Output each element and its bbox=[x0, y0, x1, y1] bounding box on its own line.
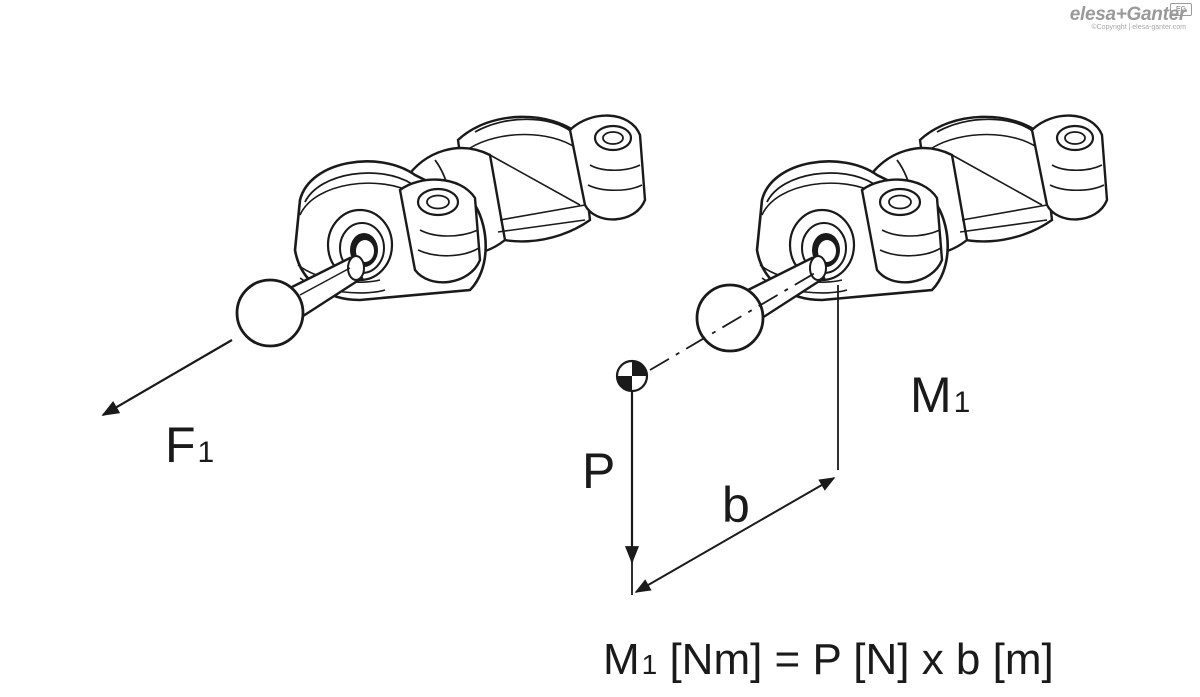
brand-copyright: ©Copyright | elesa-ganter.com bbox=[1091, 24, 1186, 31]
left-rod bbox=[284, 255, 365, 320]
force-arrow bbox=[101, 339, 233, 416]
moment-formula: M1 [Nm] = P [N] x b [m] bbox=[603, 635, 1054, 684]
right-clamp-assembly bbox=[615, 114, 1109, 595]
axis-dash-line bbox=[649, 272, 816, 371]
brand-name: elesa+Ganter bbox=[1069, 4, 1187, 25]
left-ball-knob bbox=[235, 278, 305, 348]
right-ball-knob bbox=[695, 283, 765, 353]
brand-logo: elesa+Ganter ©Copyright | elesa-ganter.c… bbox=[1069, 3, 1192, 31]
left-clamp-assembly bbox=[101, 114, 647, 416]
moment-label: M1 bbox=[910, 367, 970, 423]
force-label: F1 bbox=[165, 417, 214, 473]
distance-label: b bbox=[722, 477, 750, 533]
brand-badge: EG bbox=[1170, 3, 1192, 16]
distance-dimension-arrow bbox=[634, 477, 836, 593]
center-of-gravity-icon bbox=[615, 359, 649, 393]
weight-label: P bbox=[582, 443, 615, 499]
